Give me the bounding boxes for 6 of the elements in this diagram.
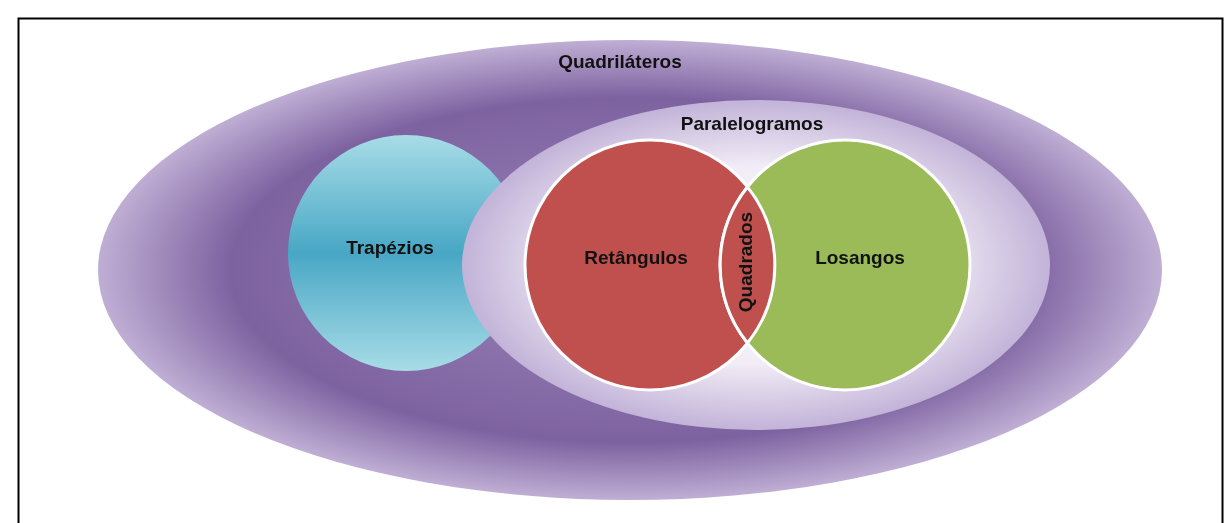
set-label: Retângulos (584, 247, 688, 269)
set-label: Trapézios (346, 237, 434, 259)
set-label: Quadrados (735, 211, 757, 313)
set-label: Quadriláteros (558, 51, 682, 73)
set-label: Losangos (815, 247, 905, 269)
set-label: Paralelogramos (680, 113, 824, 135)
